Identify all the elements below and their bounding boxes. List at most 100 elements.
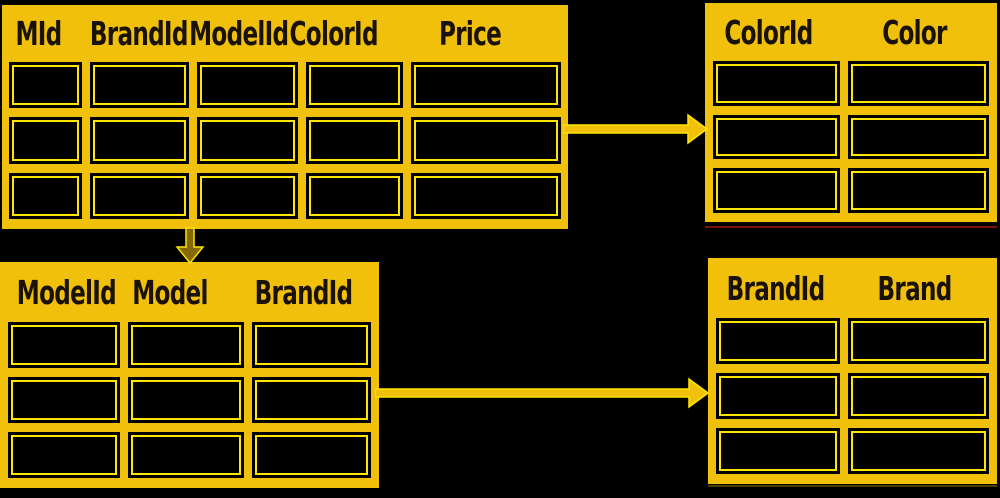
cell-inner-outline — [93, 120, 186, 161]
cell-inner-outline — [131, 325, 241, 365]
table-cell-empty — [252, 322, 371, 368]
table-cell-empty — [848, 373, 989, 419]
table-cell-empty — [713, 114, 840, 160]
table-cell-empty — [848, 428, 989, 474]
cell-inner-outline — [309, 120, 400, 161]
cell-inner-outline — [851, 171, 986, 210]
table-cell-empty — [716, 373, 840, 419]
column-header-brandid: BrandId — [89, 14, 189, 53]
relationship-arrow-colorid-icon — [563, 113, 709, 145]
cell-inner-outline — [12, 175, 79, 216]
table-cell-empty — [848, 61, 989, 106]
relationship-arrow-brandid-icon — [375, 377, 709, 409]
cell-inner-outline — [851, 64, 986, 103]
table-cell-empty — [848, 114, 989, 160]
cell-inner-outline — [200, 120, 295, 161]
cell-inner-outline — [719, 431, 837, 471]
cell-inner-outline — [851, 321, 986, 361]
column-header-modelid: ModelId — [16, 272, 117, 312]
table-colors: ColorId Color — [705, 3, 997, 222]
column-header-brandid: BrandId — [726, 268, 826, 308]
table-cell-empty — [306, 62, 403, 109]
table-body — [708, 318, 997, 484]
cell-inner-outline — [11, 435, 117, 475]
cell-inner-outline — [12, 65, 79, 106]
cell-inner-outline — [414, 65, 558, 106]
table-cell-empty — [90, 172, 189, 219]
table-brands: BrandId Brand — [708, 258, 997, 484]
cell-inner-outline — [414, 120, 558, 161]
cell-inner-outline — [851, 431, 986, 471]
cell-inner-outline — [851, 376, 986, 416]
relationship-arrow-modelid-icon — [175, 227, 205, 264]
table-cell-empty — [411, 117, 561, 164]
column-header-colorid: ColorId — [724, 12, 813, 52]
cell-inner-outline — [309, 175, 400, 216]
table-cell-empty — [252, 377, 371, 423]
cell-inner-outline — [851, 117, 986, 157]
cell-inner-outline — [11, 325, 117, 365]
column-header-mid: MId — [15, 14, 62, 53]
table-cell-empty — [8, 322, 120, 368]
table-cell-empty — [848, 168, 989, 213]
table-cell-empty — [128, 322, 244, 368]
cell-inner-outline — [719, 376, 837, 416]
arrow-shape — [175, 227, 205, 264]
cell-inner-outline — [255, 435, 368, 475]
cell-inner-outline — [131, 435, 241, 475]
table-cell-empty — [252, 432, 371, 478]
cell-inner-outline — [309, 65, 400, 106]
cell-inner-outline — [255, 380, 368, 420]
table-cell-empty — [713, 168, 840, 213]
table-cell-empty — [90, 117, 189, 164]
shadow-line — [705, 226, 997, 228]
cell-inner-outline — [93, 175, 186, 216]
table-cell-empty — [8, 377, 120, 423]
table-cell-empty — [411, 62, 561, 109]
table-cell-empty — [713, 61, 840, 106]
table-cell-empty — [716, 318, 840, 364]
column-header-colorid: ColorId — [289, 14, 379, 53]
table-cell-empty — [9, 62, 82, 109]
table-header-row: BrandId Brand — [708, 258, 997, 318]
table-cell-empty — [411, 172, 561, 219]
table-body — [2, 62, 568, 229]
arrow-shape — [563, 113, 709, 145]
table-cell-empty — [8, 432, 120, 478]
table-cell-empty — [197, 117, 298, 164]
table-cell-empty — [197, 172, 298, 219]
column-header-brandid: BrandId — [254, 272, 354, 312]
cell-inner-outline — [12, 120, 79, 161]
table-cell-empty — [848, 318, 989, 364]
cell-inner-outline — [414, 175, 558, 216]
table-cell-empty — [306, 117, 403, 164]
table-header-row: ColorId Color — [705, 3, 997, 61]
table-cell-empty — [128, 432, 244, 478]
column-header-color: Color — [882, 12, 947, 52]
table-cell-empty — [9, 172, 82, 219]
table-cell-empty — [716, 428, 840, 474]
cell-inner-outline — [11, 380, 117, 420]
table-body — [705, 61, 997, 222]
table-cell-empty — [9, 117, 82, 164]
cell-inner-outline — [716, 117, 837, 157]
shadow-line — [708, 485, 997, 487]
table-cell-empty — [306, 172, 403, 219]
column-header-price: Price — [438, 14, 502, 53]
cell-inner-outline — [716, 64, 837, 103]
table-cell-empty — [90, 62, 189, 109]
cell-inner-outline — [200, 65, 295, 106]
table-cell-empty — [197, 62, 298, 109]
cell-inner-outline — [716, 171, 837, 210]
cell-inner-outline — [200, 175, 295, 216]
cell-inner-outline — [719, 321, 837, 361]
column-header-modelid: ModelId — [189, 14, 289, 53]
column-header-brand: Brand — [877, 268, 952, 308]
cell-inner-outline — [131, 380, 241, 420]
cell-inner-outline — [255, 325, 368, 365]
